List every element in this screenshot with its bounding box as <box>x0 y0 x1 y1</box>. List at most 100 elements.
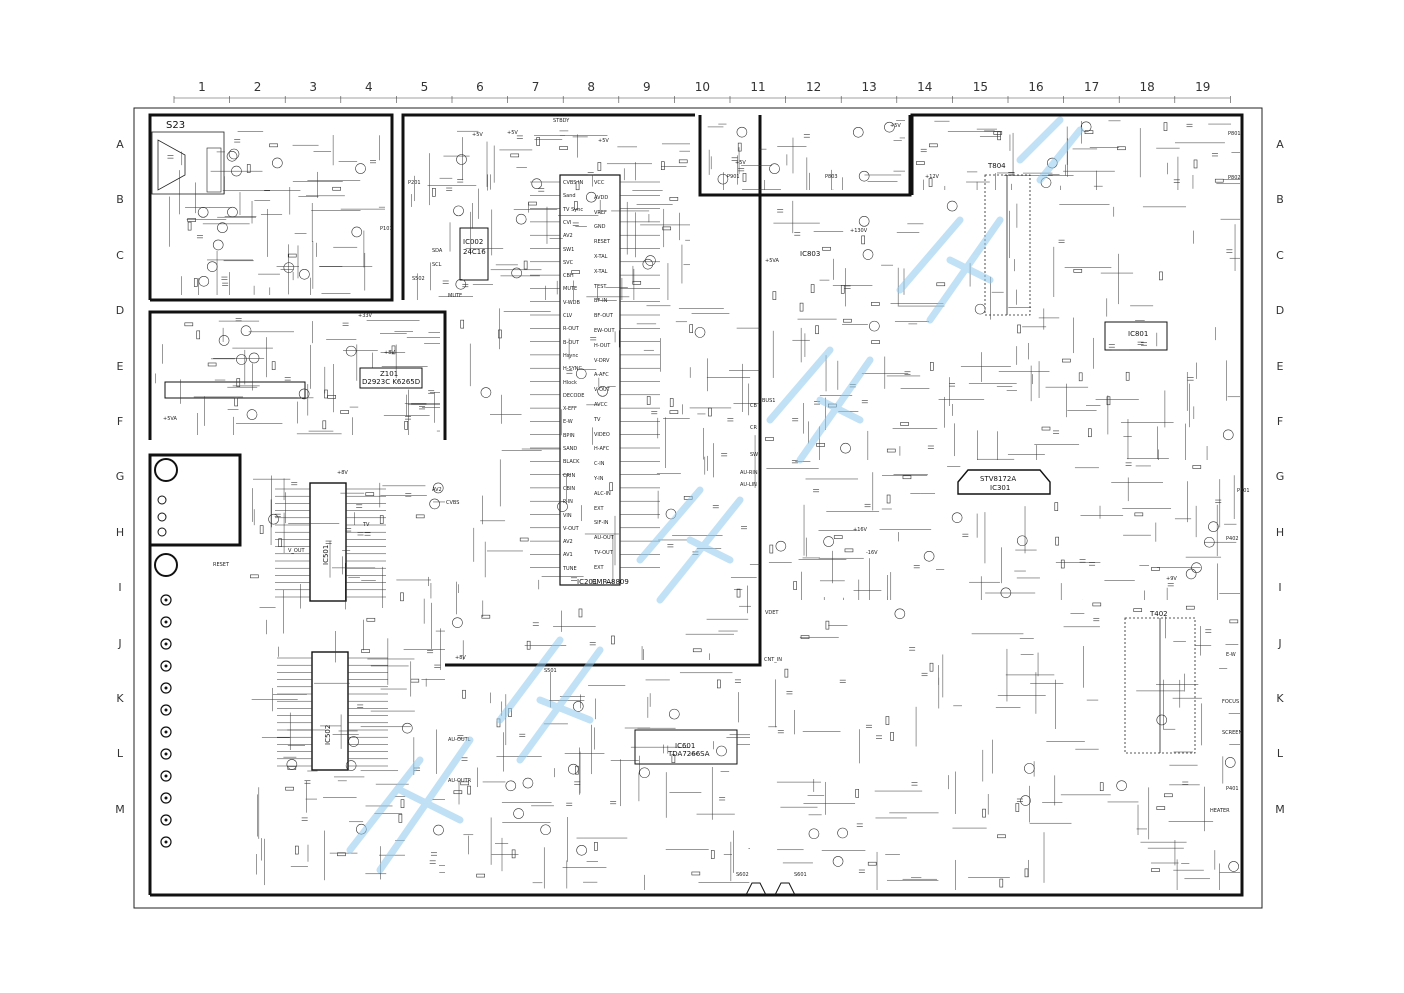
signal-stby: STBDY <box>553 118 570 124</box>
supply-5v-3: +5V <box>598 138 609 144</box>
ic-main-pin-left: CVI <box>563 219 572 226</box>
grid-row-B: B <box>1276 193 1284 207</box>
grid-row-I: I <box>118 581 122 595</box>
if-block-border <box>148 310 447 440</box>
supply-5v-1: +5V <box>472 132 483 138</box>
ic-eeprom-label: IC002 <box>463 238 484 246</box>
signal-cr: CR <box>750 425 757 431</box>
ic-main-pin-right: BF-OUT <box>594 313 613 320</box>
ic-main-pin-left: CBH <box>563 273 574 280</box>
ic-main-pin-left: SW1 <box>563 246 575 253</box>
ic-main-pin-right: H-AFC <box>594 446 610 453</box>
ic-main-pin-left: Sand <box>563 193 576 200</box>
ic-vertical-label: IC301 <box>990 484 1011 492</box>
grid-column-1: 1 <box>198 80 206 94</box>
ic-main-pin-right: TEST <box>594 283 607 290</box>
ic-vertical <box>957 469 1051 495</box>
signal-vout: V_OUT <box>288 548 305 554</box>
supply-5va-2: +5VA <box>765 258 779 264</box>
grid-column-14: 14 <box>917 80 933 94</box>
ic-main-pin-right: AVCC <box>594 402 608 408</box>
connector-p802: P802 <box>1228 175 1241 181</box>
ic-main-pin-right: V-OUT <box>594 387 610 394</box>
ic-main-pin-left: V-WDB <box>563 299 580 306</box>
grid-column-15: 15 <box>972 80 989 94</box>
grid-column-5: 5 <box>420 80 429 94</box>
supply-130v: +130V <box>850 228 868 234</box>
signal-au-lin: AU-LIN <box>740 482 757 488</box>
tuner-label: S23 <box>166 120 186 131</box>
grid-row-M: M <box>115 802 125 816</box>
grid-row-H: H <box>115 525 125 539</box>
signal-screen: SCREEN <box>1222 730 1243 736</box>
ic-main-pin-left: R-OUT <box>563 326 579 333</box>
transformer-power-label: T804 <box>988 162 1006 170</box>
ic-main-pin-left: TV Sync <box>563 206 584 213</box>
grid-column-13: 13 <box>861 80 877 94</box>
connector-p801: P801 <box>1228 131 1241 137</box>
grid-row-G: G <box>115 470 125 484</box>
outer-frame <box>133 107 1263 909</box>
ic-main-pin-right: ALC-IN <box>594 490 611 497</box>
ic-main-pin-right: C-IN <box>594 461 605 468</box>
signal-reset: RESET <box>213 562 230 568</box>
supply-12v: +12V <box>925 174 939 180</box>
speakers <box>745 882 796 896</box>
ic-eeprom-type: 24C16 <box>463 248 486 256</box>
grid-row-B: B <box>116 193 124 207</box>
grid-row-E: E <box>1276 359 1284 373</box>
ic-main-pin-right: TV-OUT <box>594 550 613 556</box>
ic-main-pin-left: H-SYNC <box>563 366 583 373</box>
connector-s501: S501 <box>544 668 557 674</box>
ic-power-label: IC801 <box>1128 330 1149 338</box>
ic-main-pin-right: EXT <box>594 505 604 512</box>
ic-main-pin-right: SIF-IN <box>594 520 609 527</box>
grid-column-4: 4 <box>364 80 373 94</box>
supply-5v-2: +5V <box>507 130 518 136</box>
grid-row-D: D <box>1275 304 1285 318</box>
ic-main-pin-left: V-OUT <box>563 525 579 532</box>
ic-main-pin-left: MUTE <box>563 286 578 293</box>
keypad-block-border <box>698 115 912 197</box>
av-block-border <box>148 453 242 895</box>
ic-main-pin-left: CBIN <box>563 485 576 492</box>
ic-audio-label: IC601 <box>675 742 696 750</box>
signal-cnt-in: CNT_IN <box>764 657 783 663</box>
ic-if-type: D2923C K6265D <box>362 378 421 386</box>
signal-heater: HEATER <box>1210 808 1230 814</box>
grid-column-3: 3 <box>309 80 317 94</box>
connector-p101: P101 <box>380 226 393 232</box>
tuner-block-border <box>148 113 394 302</box>
connector-p803: P803 <box>825 174 838 180</box>
ic-if-label: Z101 <box>380 370 399 378</box>
ic-av1-label: IC501 <box>322 544 330 565</box>
connector-s601: S601 <box>794 872 807 878</box>
supply-33v: +33V <box>358 313 372 319</box>
ic-main-pin-right: TV <box>594 416 601 423</box>
signal-au-rin: AU-RIN <box>740 470 758 476</box>
power-transformer <box>984 174 1031 316</box>
ic-main-pin-right: GND <box>594 224 606 231</box>
ic-main-pin-left: VIN <box>563 512 572 519</box>
grid-row-C: C <box>1276 248 1284 262</box>
grid-column-10: 10 <box>694 80 711 94</box>
ic-main-pin-right: RESET <box>594 239 611 246</box>
grid-row-D: D <box>115 304 125 318</box>
ic-av1 <box>309 482 347 602</box>
ic-main-pin-left: CVBS IN <box>563 180 584 186</box>
ic-main-pin-right: EW-OUT <box>594 328 615 334</box>
grid-column-7: 7 <box>531 80 540 94</box>
ic-main-pin-left: BLACK <box>563 459 580 466</box>
grid-column-16: 16 <box>1028 80 1044 94</box>
signal-cvbs: CVBS <box>446 500 460 506</box>
grid-column-8: 8 <box>587 80 595 94</box>
flyback-transformer <box>1124 617 1196 754</box>
supply-8v-3: +8V <box>455 655 466 661</box>
signal-scl: SCL <box>432 262 442 268</box>
grid-column-19: 19 <box>1195 80 1211 94</box>
grid-row-F: F <box>1276 415 1284 428</box>
ic-main-pin-right: VREF <box>594 209 607 216</box>
grid-row-A: A <box>116 138 124 151</box>
grid-row-L: L <box>116 747 124 761</box>
signal-sda: SDA <box>432 248 443 254</box>
